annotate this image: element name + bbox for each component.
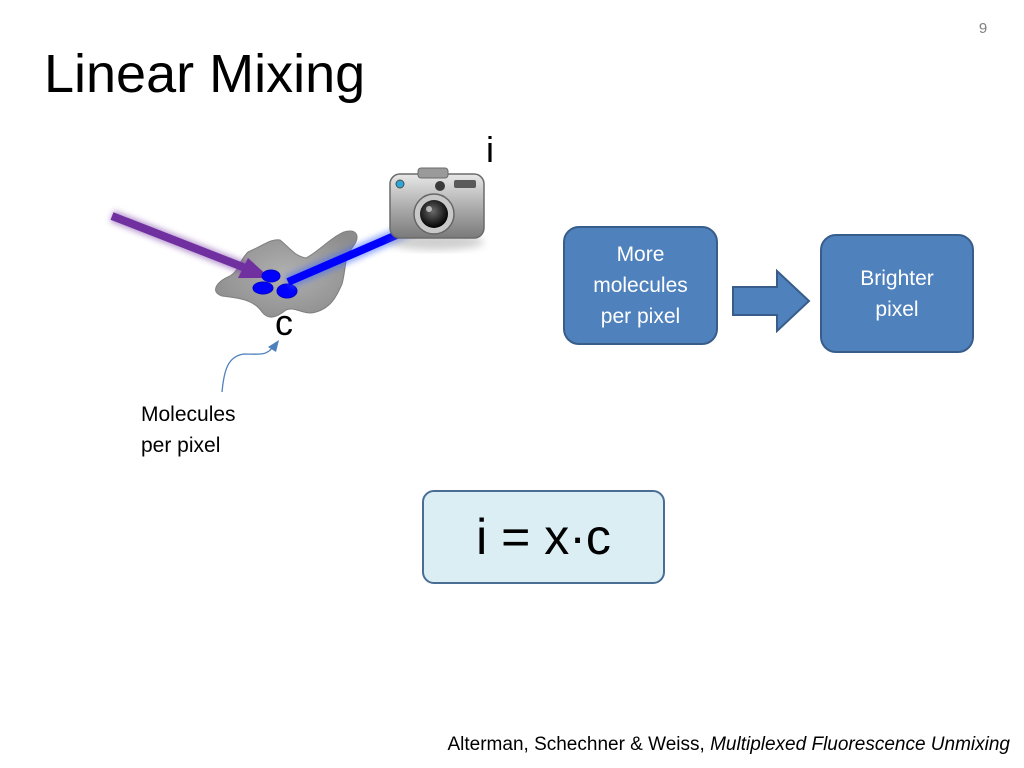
slide-title: Linear Mixing <box>44 44 366 104</box>
camera-icon <box>388 167 485 250</box>
molecules-per-pixel-label: Molecules per pixel <box>141 399 236 461</box>
more-line-3: per pixel <box>600 305 681 328</box>
bright-line-1: Brighter <box>860 266 934 290</box>
more-line-1: More <box>616 243 665 266</box>
molecules-line-1: Molecules <box>141 403 236 426</box>
more-line-2: molecules <box>593 274 688 297</box>
molecule-dots <box>252 269 298 299</box>
equation-box: i = x·c <box>422 490 665 584</box>
brighter-pixel-box: Brighter pixel <box>820 234 974 353</box>
image-label: i <box>486 129 494 170</box>
equation-text: i = x·c <box>476 509 611 565</box>
bright-line-2: pixel <box>875 297 919 321</box>
pointer-arrow <box>221 340 279 393</box>
citation-authors: Alterman, Schechner & Weiss, <box>447 734 705 755</box>
light-arrow-icon <box>109 210 270 278</box>
more-molecules-box: More molecules per pixel <box>563 226 718 345</box>
slide-number: 9 <box>978 20 988 37</box>
cell-icon <box>215 230 358 318</box>
citation-work: Multiplexed Fluorescence Unmixing <box>710 734 1010 755</box>
citation: Alterman, Schechner & Weiss, Multiplexed… <box>447 732 1010 758</box>
block-arrow-icon <box>732 269 811 333</box>
concentration-label: c <box>275 302 293 343</box>
molecules-line-2: per pixel <box>141 434 221 457</box>
